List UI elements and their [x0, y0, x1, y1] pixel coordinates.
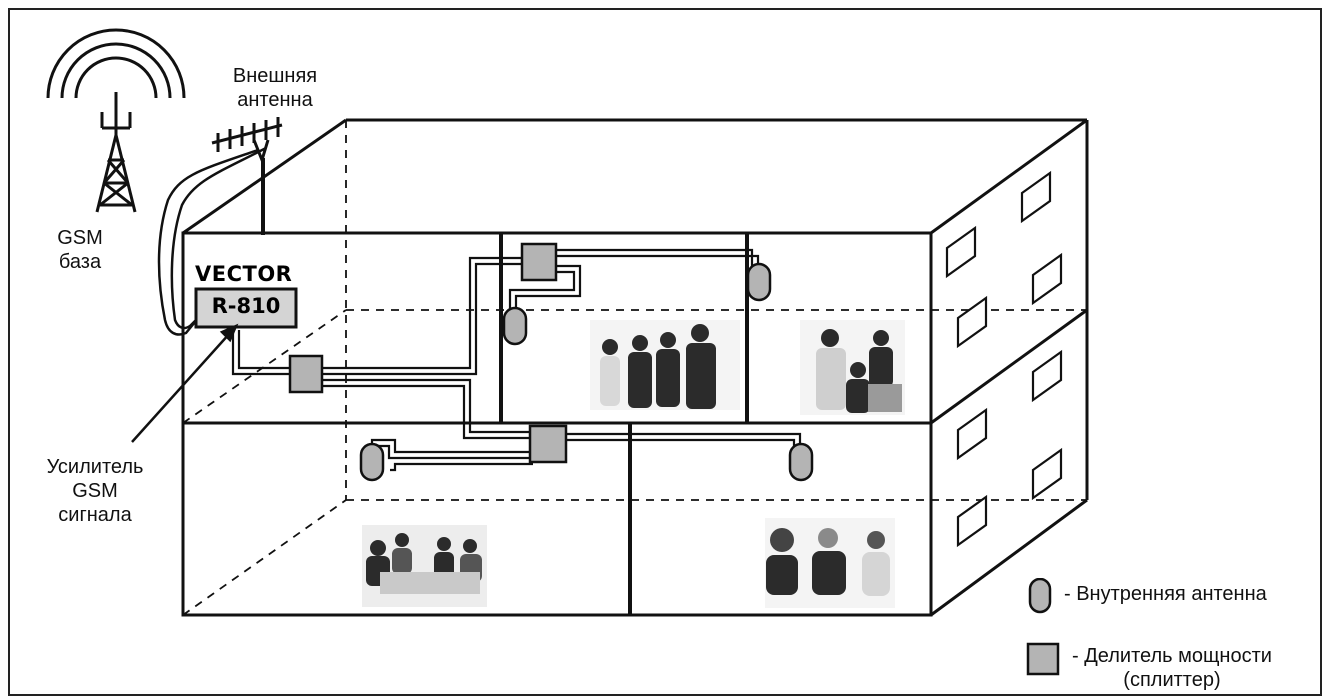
people-photo-3	[362, 525, 487, 607]
people-photo-4	[765, 518, 895, 608]
amplifier-label: Усилитель GSM сигнала	[30, 455, 160, 527]
legend-splitter-text-line1: - Делитель мощности	[1072, 645, 1272, 667]
gsm-base-label-line2: база	[58, 251, 102, 273]
amplifier-label-line1: Усилитель	[46, 456, 144, 478]
building-windows	[945, 170, 1063, 548]
external-antenna-label: Внешняя антенна	[210, 64, 340, 112]
internal-antenna-2	[502, 306, 528, 346]
device-brand: VECTOR	[195, 262, 293, 286]
amplifier-label-line2: GSM	[72, 480, 118, 502]
gsm-base-label: GSM база	[40, 226, 120, 274]
internal-antenna-legend-icon	[1028, 578, 1052, 614]
people-photo-1	[590, 320, 740, 410]
legend-internal-antenna-text: - Внутренняя антенна	[1064, 583, 1267, 605]
amplifier-label-line3: сигнала	[58, 504, 132, 526]
diagram-frame	[8, 8, 1322, 696]
splitter-legend-icon	[1026, 642, 1060, 676]
external-antenna-icon	[211, 117, 283, 235]
device-model: R-810	[211, 294, 281, 318]
legend-internal-antenna: - Внутренняя антенна	[1028, 578, 1267, 614]
external-antenna-label-line1: Внешняя	[232, 65, 318, 87]
gsm-base-label-line1: GSM	[57, 227, 103, 249]
splitter-2	[520, 242, 558, 282]
internal-antenna-1	[746, 262, 772, 302]
internal-antenna-4	[788, 442, 814, 482]
legend-splitter: - Делитель мощности (сплиттер)	[1026, 642, 1272, 692]
people-photo-2	[800, 320, 905, 415]
distribution-cables	[231, 248, 802, 472]
gsm-tower-icon	[46, 28, 186, 213]
internal-antenna-3	[359, 442, 385, 482]
pointer-arrow	[131, 323, 239, 443]
legend-splitter-text-line2: (сплиттер)	[1123, 669, 1221, 691]
external-antenna-label-line2: антенна	[237, 89, 313, 111]
splitter-3	[528, 424, 568, 464]
splitter-1	[288, 354, 324, 394]
amplifier-device	[194, 287, 298, 329]
antenna-cable	[157, 146, 267, 336]
